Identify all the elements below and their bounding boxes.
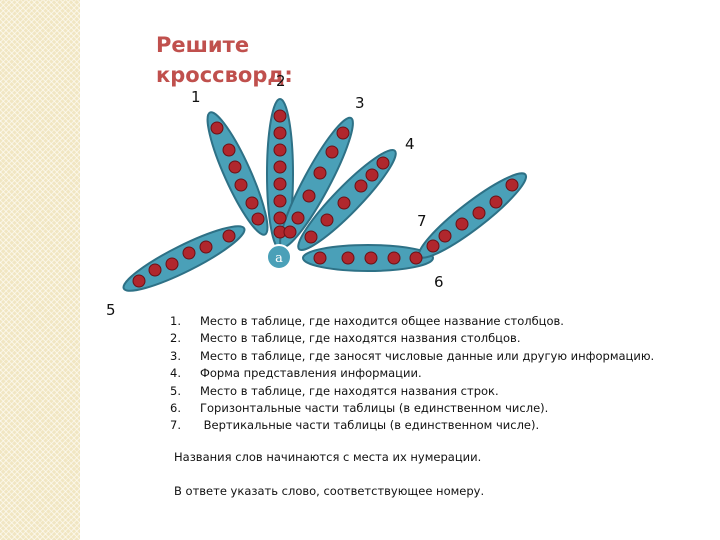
letter-cell[interactable] xyxy=(376,156,390,170)
center-letter: а xyxy=(275,251,283,266)
note-start: Названия слов начинаются с места их нуме… xyxy=(174,450,482,464)
letter-cell[interactable] xyxy=(228,160,242,174)
letter-cell[interactable] xyxy=(283,225,297,239)
letter-cell[interactable] xyxy=(251,212,265,226)
letter-cell[interactable] xyxy=(304,230,318,244)
word-number-2: 2 xyxy=(276,72,286,90)
crossword-cells xyxy=(132,109,519,288)
clue-number: 5. xyxy=(170,383,181,398)
letter-cell[interactable] xyxy=(325,145,339,159)
letter-cell[interactable] xyxy=(489,195,503,209)
letter-cell[interactable] xyxy=(337,196,351,210)
letter-cell[interactable] xyxy=(273,211,287,225)
clue-item: 1. Место в таблице, где находится общее н… xyxy=(170,313,654,330)
letter-cell[interactable] xyxy=(438,229,452,243)
letter-cell[interactable] xyxy=(199,240,213,254)
word-number-4: 4 xyxy=(405,135,415,153)
word-number-6: 6 xyxy=(434,273,444,291)
clue-text: Горизонтальные части таблицы (в единстве… xyxy=(200,401,549,416)
letter-cell[interactable] xyxy=(182,246,196,260)
letter-cell[interactable] xyxy=(291,211,305,225)
page-title: Решите кроссворд: xyxy=(156,33,293,87)
clue-number: 4. xyxy=(170,366,181,381)
letter-cell[interactable] xyxy=(313,166,327,180)
letter-cell[interactable] xyxy=(426,239,440,253)
letter-cell[interactable] xyxy=(409,251,423,265)
petal-word-1 xyxy=(206,111,269,236)
letter-cell[interactable] xyxy=(313,251,327,265)
clue-text: Форма представления информации. xyxy=(200,366,422,381)
word-number-1: 1 xyxy=(191,88,201,106)
clue-item: 2. Место в таблице, где находятся названи… xyxy=(170,330,654,347)
petal-word-5 xyxy=(122,225,246,292)
letter-cell[interactable] xyxy=(387,251,401,265)
word-number-7: 7 xyxy=(417,212,427,230)
center-cell xyxy=(266,244,292,270)
word-number-3: 3 xyxy=(355,94,365,112)
letter-cell[interactable] xyxy=(455,217,469,231)
decorative-strip xyxy=(0,0,80,540)
letter-cell[interactable] xyxy=(222,229,236,243)
letter-cell[interactable] xyxy=(365,168,379,182)
letter-cell[interactable] xyxy=(320,213,334,227)
word-number-5: 5 xyxy=(106,301,116,319)
clue-number: 3. xyxy=(170,348,181,363)
clue-item: 7. Вертикальные части таблицы (в единств… xyxy=(170,417,654,434)
letter-cell[interactable] xyxy=(505,178,519,192)
letter-cell[interactable] xyxy=(245,196,259,210)
letter-cell[interactable] xyxy=(273,160,287,174)
clue-number: 7. xyxy=(170,418,181,433)
clue-text: Место в таблице, где находятся названия … xyxy=(200,331,521,346)
letter-cell[interactable] xyxy=(273,143,287,157)
clue-text: Место в таблице, где находятся названия … xyxy=(200,383,499,398)
letter-cell[interactable] xyxy=(165,257,179,271)
clue-item: 4. Форма представления информации. xyxy=(170,365,654,382)
clue-number: 2. xyxy=(170,331,181,346)
clue-list: 1. Место в таблице, где находится общее н… xyxy=(170,313,654,435)
letter-cell[interactable] xyxy=(472,206,486,220)
letter-cell[interactable] xyxy=(302,189,316,203)
letter-cell[interactable] xyxy=(354,179,368,193)
letter-cell[interactable] xyxy=(364,251,378,265)
letter-cell[interactable] xyxy=(273,194,287,208)
letter-cell[interactable] xyxy=(210,121,224,135)
clue-text: Место в таблице, где заносят числовые да… xyxy=(200,348,655,363)
letter-cell[interactable] xyxy=(234,178,248,192)
note-answer: В ответе указать слово, соответствующее … xyxy=(174,484,485,498)
letter-cell[interactable] xyxy=(336,126,350,140)
clue-text: Вертикальные части таблицы (в единственн… xyxy=(200,418,540,433)
clue-item: 5. Место в таблице, где находятся названи… xyxy=(170,383,654,400)
clue-text: Место в таблице, где находится общее наз… xyxy=(200,314,564,328)
letter-cell[interactable] xyxy=(273,109,287,123)
clue-item: 6. Горизонтальные части таблицы (в единст… xyxy=(170,400,654,417)
clue-number: 1. xyxy=(170,314,181,328)
letter-cell[interactable] xyxy=(273,126,287,140)
crossword-petals xyxy=(122,98,528,292)
letter-cell[interactable] xyxy=(148,263,162,277)
letter-cell[interactable] xyxy=(132,274,146,288)
clue-number: 6. xyxy=(170,401,181,416)
letter-cell[interactable] xyxy=(222,143,236,157)
letter-cell[interactable] xyxy=(341,251,355,265)
clue-item: 3. Место в таблице, где заносят числовые … xyxy=(170,348,654,365)
letter-cell[interactable] xyxy=(273,177,287,191)
